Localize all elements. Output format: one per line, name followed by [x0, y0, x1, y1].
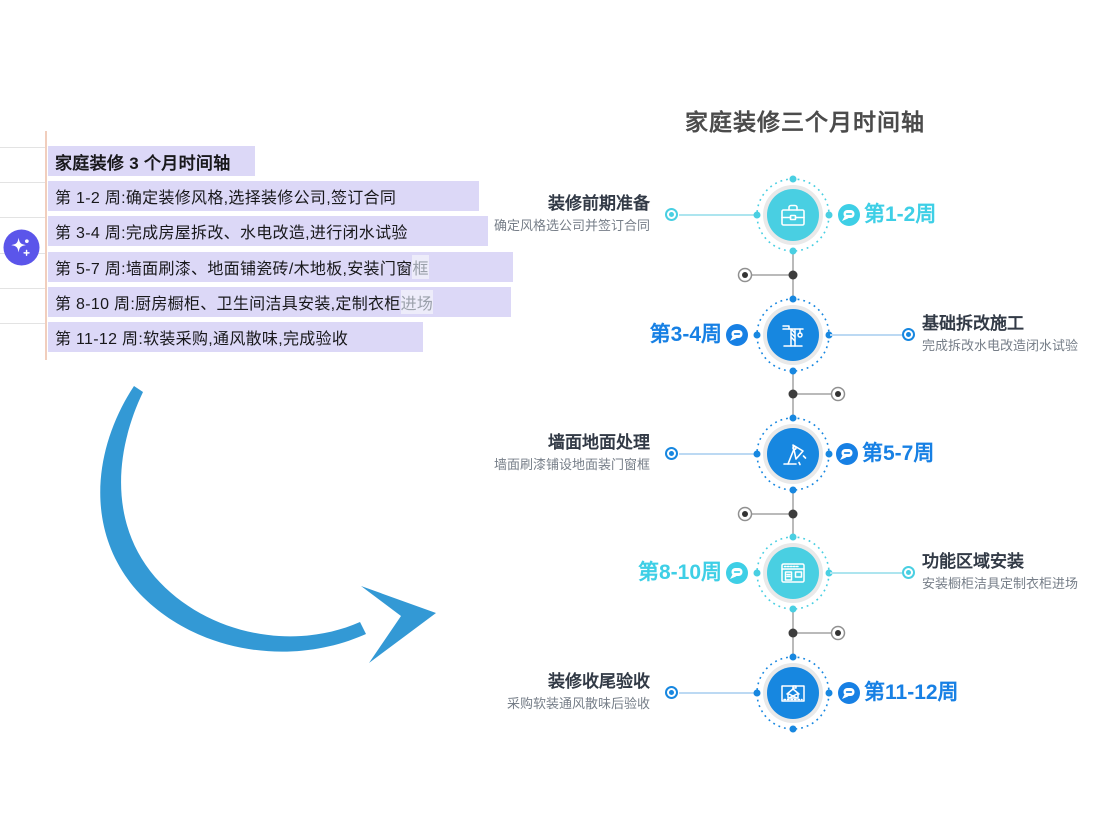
doc-gridline [0, 323, 45, 324]
connector-line [679, 453, 755, 455]
node-heading: 基础拆改施工 [922, 314, 1024, 333]
branch-marker-icon [737, 267, 846, 641]
week-label: 第11-12周 [864, 681, 959, 704]
cabinet-icon [753, 533, 833, 613]
week-label: 第5-7周 [862, 442, 935, 465]
doc-title[interactable]: 家庭装修 3 个月时间轴 [48, 146, 255, 176]
doc-line-tail[interactable]: 框 [412, 255, 429, 279]
blueprint-icon [753, 653, 833, 733]
doc-line[interactable]: 第 11-12 周:软装采购,通风散味,完成验收 [48, 322, 423, 352]
node-label: 功能区域安装 安装橱柜洁具定制衣柜进场 [922, 550, 1078, 593]
connector-line [679, 214, 755, 216]
node-label: 墙面地面处理 墙面刷漆铺设地面装门窗框 [494, 431, 650, 474]
doc-line-text[interactable]: 第 5-7 周:墙面刷漆、地面铺瓷砖/木地板,安装门窗 [55, 261, 413, 278]
chat-bubble-icon [838, 204, 860, 226]
doc-line-text[interactable]: 第 8-10 周:厨房橱柜、卫生间洁具安装,定制衣柜 [55, 296, 401, 313]
doc-line-tail[interactable]: 进场 [400, 290, 434, 314]
node-subtitle: 采购软装通风散味后验收 [506, 696, 650, 711]
connector-line [830, 572, 902, 574]
node-heading: 功能区域安装 [922, 552, 1024, 571]
node-subtitle: 安装橱柜洁具定制衣柜进场 [922, 576, 1079, 591]
connector-ring-icon [665, 208, 678, 221]
doc-line-text[interactable]: 第 11-12 周:软装采购,通风散味,完成验收 [55, 331, 349, 348]
doc-gridline [0, 217, 45, 218]
week-label: 第1-2周 [864, 203, 937, 226]
node-heading: 装修前期准备 [548, 194, 650, 213]
week-label: 第3-4周 [649, 323, 722, 346]
lamp-icon [753, 414, 833, 494]
doc-gridline [0, 182, 45, 183]
node-label: 装修收尾验收 采购软装通风散味后验收 [507, 670, 650, 713]
doc-line[interactable]: 第 8-10 周:厨房橱柜、卫生间洁具安装,定制衣柜进场 [48, 287, 511, 317]
crane-icon [753, 295, 833, 375]
node-label: 基础拆改施工 完成拆改水电改造闭水试验 [922, 312, 1078, 355]
doc-margin-line [45, 131, 47, 360]
doc-line-text[interactable]: 第 3-4 周:完成房屋拆改、水电改造,进行闭水试验 [55, 225, 408, 242]
connector-line [830, 334, 902, 336]
connector-ring-icon [665, 447, 678, 460]
doc-gridline [0, 288, 45, 289]
sparkle-icon [3, 229, 40, 266]
chat-bubble-icon [726, 562, 748, 584]
connector-ring-icon [902, 328, 915, 341]
node-subtitle: 确定风格选公司并签订合同 [493, 218, 650, 233]
doc-line-text[interactable]: 第 1-2 周:确定装修风格,选择装修公司,签订合同 [55, 190, 397, 207]
briefcase-icon [753, 175, 833, 255]
curved-arrow-icon [100, 386, 436, 663]
timeline-spine [737, 251, 846, 657]
node-heading: 墙面地面处理 [548, 433, 650, 452]
node-heading: 装修收尾验收 [548, 672, 650, 691]
doc-line[interactable]: 第 3-4 周:完成房屋拆改、水电改造,进行闭水试验 [48, 216, 488, 246]
connector-line [679, 692, 755, 694]
node-subtitle: 墙面刷漆铺设地面装门窗框 [493, 457, 650, 472]
timeline-title: 家庭装修三个月时间轴 [685, 109, 925, 135]
node-label: 装修前期准备 确定风格选公司并签订合同 [494, 192, 650, 235]
chat-bubble-icon [726, 324, 748, 346]
connector-ring-icon [665, 686, 678, 699]
ai-assistant-badge[interactable] [3, 229, 40, 266]
week-label: 第8-10周 [637, 561, 722, 584]
node-subtitle: 完成拆改水电改造闭水试验 [922, 338, 1079, 353]
doc-gridline [0, 147, 45, 148]
chat-bubble-icon [838, 682, 860, 704]
doc-line[interactable]: 第 5-7 周:墙面刷漆、地面铺瓷砖/木地板,安装门窗框 [48, 252, 513, 282]
chat-bubble-icon [836, 443, 858, 465]
connector-ring-icon [902, 566, 915, 579]
doc-line[interactable]: 第 1-2 周:确定装修风格,选择装修公司,签订合同 [48, 181, 479, 211]
